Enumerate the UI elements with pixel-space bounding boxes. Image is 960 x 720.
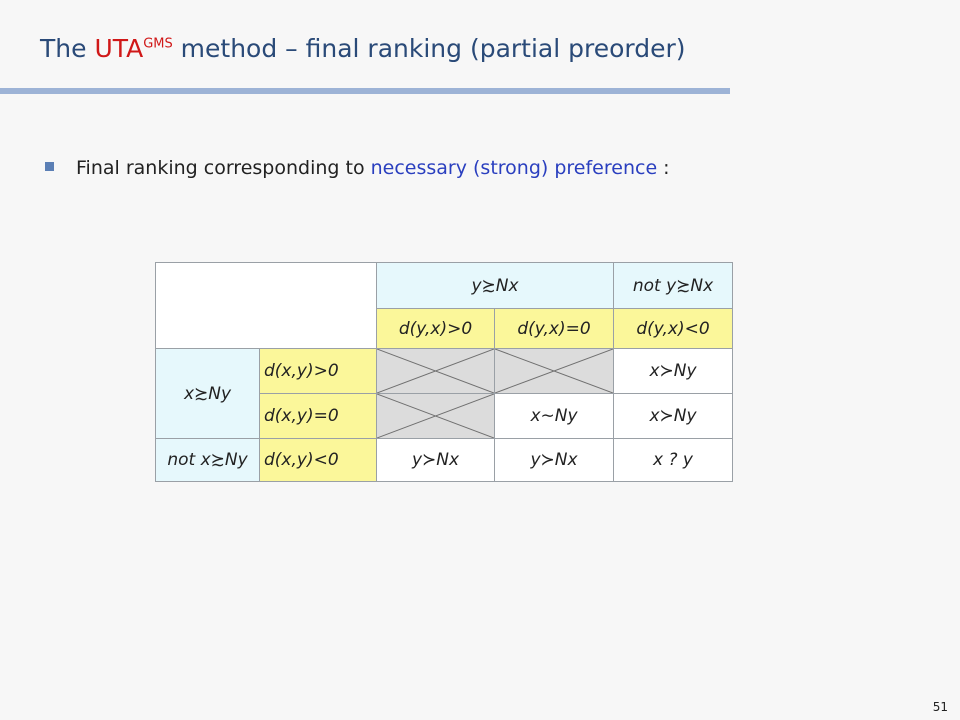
row-group-label: not x≿Ny: [155, 438, 260, 482]
col-group-label: not y≿Nx: [632, 275, 714, 296]
col-header: d(y,x)>0: [376, 308, 495, 349]
cross-icon: [377, 394, 494, 438]
crossed-cell: [376, 348, 495, 394]
result-cell-incomparable: x ? y: [613, 438, 733, 482]
result-cell: x≻Ny: [613, 393, 733, 439]
row-header: d(x,y)<0: [259, 438, 377, 482]
crossed-cell: [376, 393, 495, 439]
slide-title: The UTAGMS method – final ranking (parti…: [40, 34, 686, 63]
row-header: d(x,y)>0: [259, 348, 377, 394]
corner-blank: [155, 262, 377, 349]
ranking-table: y≿Nx not y≿Nx d(y,x)>0 d(y,x)=0 d(y,x)<0…: [155, 262, 733, 482]
result-cell: x∼Ny: [494, 393, 614, 439]
col-header: d(y,x)=0: [494, 308, 614, 349]
col-header: d(y,x)<0: [613, 308, 733, 349]
result-cell: y≻Nx: [494, 438, 614, 482]
bullet-item: Final ranking corresponding to necessary…: [45, 157, 670, 179]
cross-icon: [495, 349, 613, 393]
crossed-cell: [494, 348, 614, 394]
page-number: 51: [932, 700, 948, 714]
row-header: d(x,y)=0: [259, 393, 377, 439]
result-cell: x≻Ny: [613, 348, 733, 394]
cross-icon: [377, 349, 494, 393]
result-cell: y≻Nx: [376, 438, 495, 482]
col-group-label: y≿Nx: [471, 275, 519, 296]
bullet-square-icon: [45, 162, 54, 171]
row-group-label: x≿Ny: [155, 348, 260, 439]
col-group-weak-pref: y≿Nx: [376, 262, 614, 309]
col-group-not-weak-pref: not y≿Nx: [613, 262, 733, 309]
title-underline: [0, 88, 730, 94]
